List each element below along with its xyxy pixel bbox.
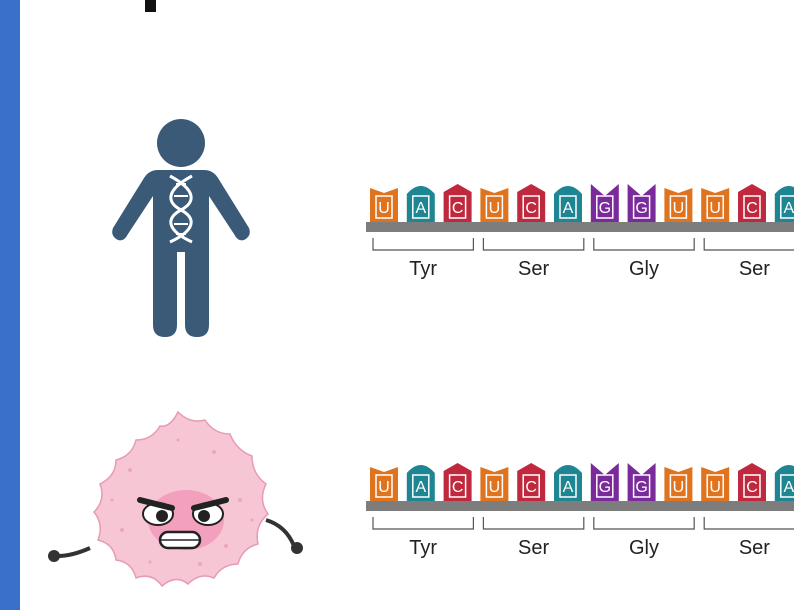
amino-acid-label: Ser	[518, 258, 549, 280]
nucleotide-G: G	[628, 184, 656, 222]
nucleotide-U: U	[664, 467, 692, 501]
nucleotide-G: G	[628, 463, 656, 501]
codon-bracket	[704, 238, 794, 250]
nucleotide-U: U	[701, 467, 729, 501]
codon-bracket	[594, 517, 694, 529]
nucleotide-letter: C	[452, 200, 464, 217]
nucleotide-U: U	[370, 188, 398, 222]
codon-bracket	[373, 238, 473, 250]
nucleotide-letter: C	[525, 479, 537, 496]
nucleotide-C: C	[444, 463, 472, 501]
nucleotide-letter: C	[525, 200, 537, 217]
nucleotide-C: C	[444, 184, 472, 222]
codon-bracket	[704, 517, 794, 529]
nucleotide-letter: G	[635, 479, 647, 496]
rna-sequence-row-cell: U A C U C A G G U U C A Tyr Ser Gly Ser	[366, 463, 794, 559]
nucleotide-letter: A	[415, 479, 426, 496]
nucleotide-A: A	[554, 186, 582, 222]
amino-acid-label: Tyr	[409, 537, 437, 559]
codon-bracket	[373, 517, 473, 529]
nucleotide-letter: U	[673, 479, 685, 496]
angry-cell-icon	[48, 412, 303, 586]
nucleotide-letter: U	[378, 479, 390, 496]
codon-bracket	[483, 238, 583, 250]
nucleotide-C: C	[738, 463, 766, 501]
nucleotide-letter: G	[635, 200, 647, 217]
nucleotide-letter: U	[673, 200, 685, 217]
amino-acid-label: Ser	[739, 537, 770, 559]
nucleotide-G: G	[591, 463, 619, 501]
nucleotide-letter: A	[783, 200, 794, 217]
nucleotide-letter: G	[599, 200, 611, 217]
nucleotide-A: A	[407, 186, 435, 222]
nucleotide-letter: C	[746, 200, 758, 217]
nucleotide-letter: U	[378, 200, 390, 217]
nucleotide-A: A	[407, 465, 435, 501]
nucleotide-U: U	[480, 188, 508, 222]
nucleotide-letter: A	[563, 479, 574, 496]
nucleotide-U: U	[701, 188, 729, 222]
codon-bracket	[483, 517, 583, 529]
human-with-dna-icon	[112, 119, 250, 337]
nucleotide-letter: U	[489, 200, 501, 217]
nucleotide-letter: G	[599, 479, 611, 496]
amino-acid-label: Ser	[518, 537, 549, 559]
nucleotide-C: C	[517, 184, 545, 222]
amino-acid-label: Ser	[739, 258, 770, 280]
nucleotide-letter: U	[709, 479, 721, 496]
nucleotide-A: A	[775, 465, 794, 501]
nucleotide-C: C	[517, 463, 545, 501]
nucleotide-letter: U	[489, 479, 501, 496]
codon-bracket	[594, 238, 694, 250]
rna-backbone	[366, 501, 794, 511]
nucleotide-letter: U	[709, 200, 721, 217]
rna-sequence-row-human: U A C U C A G G U U C A Tyr Ser Gly Ser	[366, 184, 794, 280]
nucleotide-A: A	[775, 186, 794, 222]
nucleotide-letter: A	[415, 200, 426, 217]
rna-backbone	[366, 222, 794, 232]
amino-acid-label: Tyr	[409, 258, 437, 280]
nucleotide-A: A	[554, 465, 582, 501]
amino-acid-label: Gly	[629, 258, 659, 280]
nucleotide-C: C	[738, 184, 766, 222]
nucleotide-letter: C	[746, 479, 758, 496]
nucleotide-letter: A	[563, 200, 574, 217]
nucleotide-letter: C	[452, 479, 464, 496]
nucleotide-letter: A	[783, 479, 794, 496]
nucleotide-U: U	[480, 467, 508, 501]
nucleotide-G: G	[591, 184, 619, 222]
nucleotide-U: U	[370, 467, 398, 501]
amino-acid-label: Gly	[629, 537, 659, 559]
nucleotide-U: U	[664, 188, 692, 222]
